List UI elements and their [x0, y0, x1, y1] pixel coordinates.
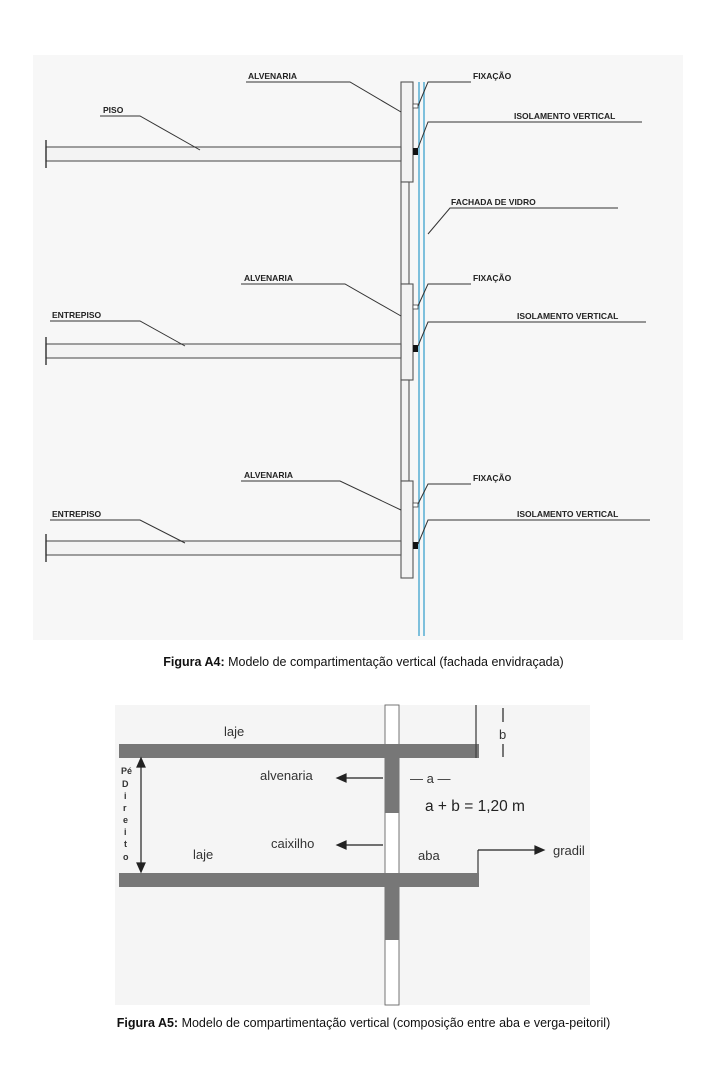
alvenaria-upper — [385, 758, 399, 813]
label-alvenaria-1: ALVENARIA — [248, 71, 297, 81]
slab-laje-upper — [119, 744, 479, 758]
label-equation: a + b = 1,20 m — [425, 798, 525, 815]
caption-figura-a5: Figura A5: Modelo de compartimentação ve… — [0, 1016, 727, 1030]
figure-a4-diagram: ALVENARIA FIXAÇÃO PISO ISOLAMENTO VERTIC… — [45, 71, 650, 636]
label-fixacao-3: FIXAÇÃO — [473, 473, 512, 483]
vertical-insulation-marks — [413, 148, 418, 549]
glass-facade — [418, 82, 425, 636]
label-isolamento-3: ISOLAMENTO VERTICAL — [517, 509, 618, 519]
floor-slabs — [45, 146, 402, 556]
caption-a5-text: Modelo de compartimentação vertical (com… — [178, 1016, 611, 1030]
label-laje-upper: laje — [224, 724, 244, 739]
a4-leader-lines — [50, 81, 650, 545]
caption-a4-text: Modelo de compartimentação vertical (fac… — [224, 655, 564, 669]
pe-direito-char-3: i — [124, 791, 127, 801]
label-alvenaria-2: ALVENARIA — [244, 273, 293, 283]
label-caixilho: caixilho — [271, 836, 314, 851]
label-entrepiso-1: ENTREPISO — [52, 310, 102, 320]
slab-laje-lower — [119, 873, 479, 887]
fixation-marks — [412, 103, 419, 508]
pe-direito-char-1: é — [127, 766, 132, 776]
label-pe-direito: P é D i r e i t o — [121, 766, 132, 862]
masonry-column — [400, 81, 414, 579]
label-alvenaria: alvenaria — [260, 768, 314, 783]
pe-direito-char-7: t — [124, 839, 127, 849]
label-alvenaria-3: ALVENARIA — [244, 470, 293, 480]
label-entrepiso-2: ENTREPISO — [52, 509, 102, 519]
caption-a4-prefix: Figura A4: — [163, 655, 225, 669]
pe-direito-char-5: e — [123, 815, 128, 825]
pe-direito-dimension — [136, 756, 146, 874]
label-isolamento-2: ISOLAMENTO VERTICAL — [517, 311, 618, 321]
label-fachada-de-vidro: FACHADA DE VIDRO — [451, 197, 536, 207]
label-b: b — [499, 727, 506, 742]
label-a: — a — — [410, 771, 450, 786]
label-gradil: gradil — [553, 843, 585, 858]
label-fixacao-2: FIXAÇÃO — [473, 273, 512, 283]
pe-direito-char-4: r — [123, 803, 127, 813]
caption-a5-prefix: Figura A5: — [116, 1016, 179, 1030]
label-aba: aba — [418, 848, 440, 863]
pe-direito-char-2: D — [122, 779, 129, 789]
label-fixacao-1: FIXAÇÃO — [473, 71, 512, 81]
caption-figura-a4: Figura A4: Modelo de compartimentação ve… — [0, 655, 727, 669]
pe-direito-char-8: o — [123, 852, 129, 862]
label-isolamento-1: ISOLAMENTO VERTICAL — [514, 111, 615, 121]
label-laje-lower: laje — [193, 847, 213, 862]
alvenaria-lower — [385, 885, 399, 940]
a5-arrows — [335, 773, 546, 855]
pe-direito-char-6: i — [124, 827, 127, 837]
label-piso: PISO — [103, 105, 124, 115]
pe-direito-char-0: P — [121, 766, 127, 776]
